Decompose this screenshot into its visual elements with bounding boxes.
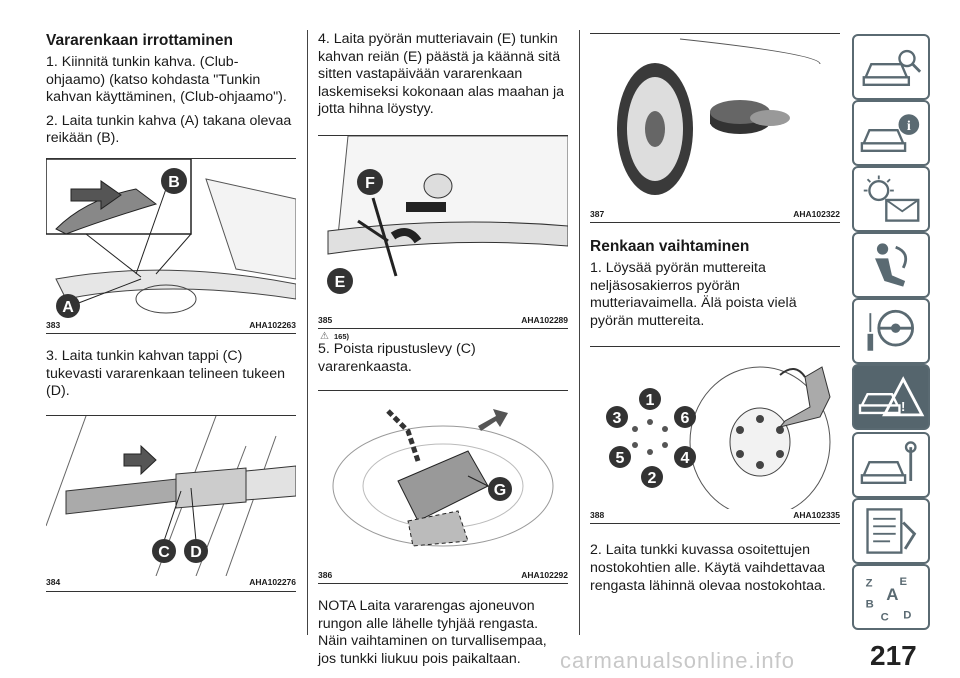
svg-text:!: ! (901, 399, 905, 414)
svg-text:i: i (907, 118, 911, 134)
tire-step-2-text: 2. Laita tunkki kuvassa osoitettujen nos… (590, 542, 826, 594)
tab-car-service[interactable] (852, 432, 930, 498)
column-left: Vararenkaan irrottaminen 1. Kiinnitä tun… (46, 0, 296, 592)
svg-text:D: D (903, 610, 911, 622)
svg-text:E: E (899, 576, 907, 588)
svg-text:C: C (881, 611, 889, 623)
car-search-icon (862, 49, 922, 87)
figure-code: AHA102289 (521, 314, 568, 325)
step-3-text: 3. Laita tunkin kahvan tappi (C) tukevas… (46, 347, 285, 400)
figure-388: 1 3 6 5 4 2 388 AHA102335 (590, 346, 840, 525)
step-1-text: 1. Kiinnitä tunkin kahva. (Club-ohjaamo)… (46, 54, 287, 106)
svg-text:B: B (866, 598, 874, 610)
note-text: NOTA Laita vararengas ajoneuvon rungon a… (318, 598, 547, 667)
step-2-text: 2. Laita tunkin kahva (A) takana olevaa … (46, 112, 292, 147)
figure-388-illustration: 1 3 6 5 4 2 (590, 347, 840, 510)
tab-car-info[interactable]: i (852, 100, 930, 166)
warning-triangle-icon: ⚠ (320, 330, 329, 342)
label-g: G (494, 482, 506, 499)
figure-number: 385 (318, 314, 333, 325)
figure-388-caption: 388 AHA102335 (590, 509, 840, 521)
steering-wheel-icon (867, 309, 915, 351)
section-heading-tire-change: Renkaan vaihtaminen (590, 238, 750, 255)
label-3: 3 (613, 410, 622, 427)
label-2: 2 (648, 470, 657, 487)
alphabetical-index-icon: Z E BAC D (866, 576, 912, 624)
figure-385-caption: 385 AHA102289 (318, 314, 568, 326)
car-service-icon (860, 441, 917, 485)
svg-text:Z: Z (866, 578, 873, 590)
figure-code: AHA102335 (793, 510, 840, 521)
car-info-icon: i (860, 114, 920, 153)
figure-383: B A 383 AHA102263 (46, 157, 296, 334)
tab-breakdown[interactable]: ! (852, 364, 930, 430)
label-b: B (168, 174, 180, 191)
column-divider (307, 30, 308, 635)
figure-383-illustration: B A (46, 158, 296, 319)
tab-warning-lights[interactable] (852, 166, 930, 232)
figure-386: G 386 AHA102292 (318, 390, 568, 585)
section-heading-spare-removal: Vararenkaan irrottaminen (46, 32, 233, 49)
figure-number: 384 (46, 576, 61, 587)
label-5: 5 (616, 450, 625, 467)
page-number: 217 (870, 640, 917, 671)
label-e: E (335, 274, 346, 291)
figure-385-illustration: F E (318, 135, 568, 314)
step-4-text: 4. Laita pyörän mutteriavain (E) tunkin … (318, 31, 565, 118)
label-4: 4 (681, 450, 690, 467)
label-f: F (365, 175, 375, 192)
warning-reference: 165) (334, 331, 350, 341)
figure-384-caption: 384 AHA102276 (46, 576, 296, 588)
figure-387-caption: 387 AHA102322 (590, 208, 840, 220)
figure-code: AHA102276 (249, 576, 296, 587)
tab-specifications[interactable] (852, 498, 930, 564)
figure-387: 387 AHA102322 (590, 33, 840, 223)
airbag-seat-icon (875, 243, 908, 287)
figure-code: AHA102322 (793, 209, 840, 219)
label-d: D (190, 544, 202, 561)
figure-383-caption: 383 AHA102263 (46, 319, 296, 331)
figure-384-illustration: C D (46, 415, 296, 576)
step-5-text: 5. Poista ripustuslevy (C) vararenkaasta… (318, 340, 476, 375)
figure-384: C D 384 AHA102276 (46, 414, 296, 592)
label-c: C (158, 544, 170, 561)
label-1: 1 (646, 392, 655, 409)
breakdown-triangle-icon: ! (858, 376, 925, 417)
figure-386-caption: 386 AHA102292 (318, 569, 568, 581)
figure-code: AHA102292 (521, 570, 568, 581)
figure-code: AHA102263 (249, 319, 296, 330)
figure-number: 387 (590, 209, 605, 219)
tab-car-search[interactable] (852, 34, 930, 100)
tire-step-1-text: 1. Löysää pyörän muttereita neljäsosakie… (590, 260, 797, 329)
tab-airbag-seat[interactable] (852, 232, 930, 298)
figure-number: 388 (590, 510, 605, 521)
specifications-icon (866, 508, 917, 554)
column-middle: 4. Laita pyörän mutteriavain (E) tunkin … (318, 0, 568, 675)
label-a: A (62, 299, 74, 316)
warning-lights-icon (863, 175, 920, 222)
figure-number: 386 (318, 570, 333, 581)
column-divider (579, 30, 580, 635)
svg-text:A: A (886, 585, 898, 604)
figure-385: F E 385 AHA102289 (318, 134, 568, 329)
figure-387-illustration (590, 34, 840, 208)
figure-386-illustration: G (318, 391, 568, 570)
figure-number: 383 (46, 319, 61, 330)
column-right: 387 AHA102322 Renkaan vaihtaminen 1. Löy… (590, 0, 840, 601)
label-6: 6 (681, 410, 690, 427)
watermark: carmanualsonline.info (560, 648, 796, 673)
tab-steering-wheel[interactable] (852, 298, 930, 364)
